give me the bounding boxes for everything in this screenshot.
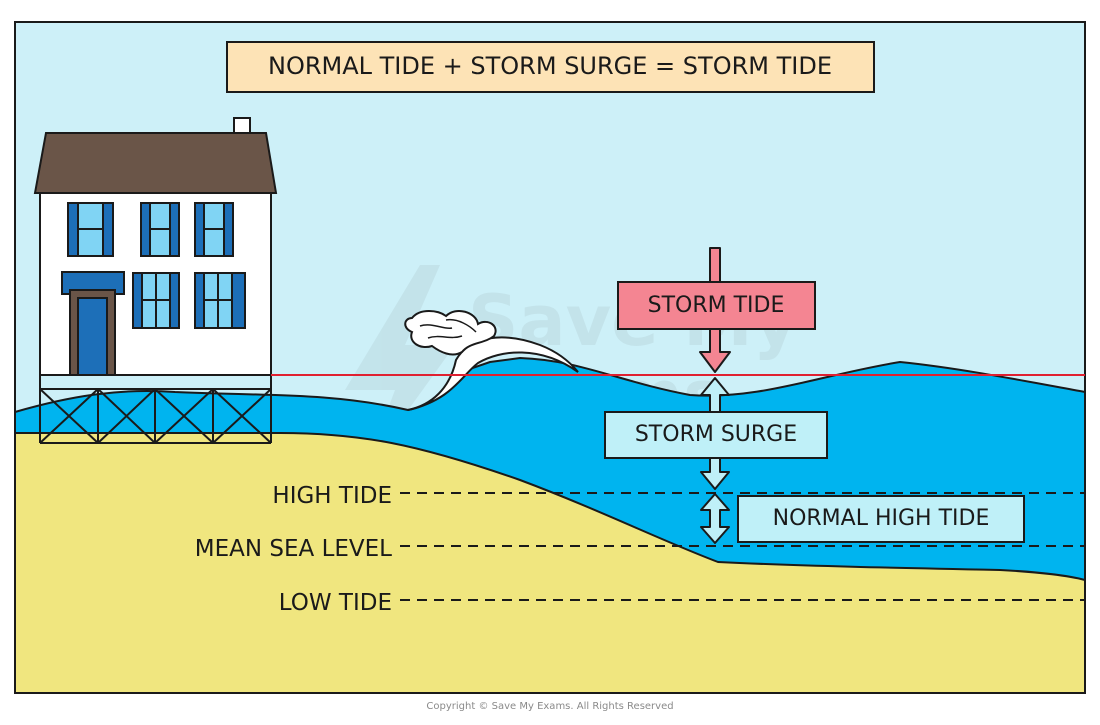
high-tide-label: HIGH TIDE [272, 483, 392, 509]
storm-surge-box [604, 411, 828, 459]
normal-high-tide-arrow [700, 493, 730, 544]
upper-windows [67, 202, 234, 257]
roof [33, 132, 278, 194]
mean-sea-level-label: MEAN SEA LEVEL [195, 536, 392, 562]
sand [14, 431, 1086, 694]
normal-high-tide-box [737, 495, 1025, 543]
low-tide-label: LOW TIDE [279, 590, 392, 616]
stilts [39, 375, 272, 444]
door [61, 271, 125, 376]
title: NORMAL TIDE + STORM SURGE = STORM TIDE [268, 52, 832, 80]
frame [14, 21, 1086, 694]
normal-high-tide-label: NORMAL HIGH TIDE [773, 506, 990, 531]
storm-tide-box [617, 281, 816, 330]
title-box [226, 41, 875, 93]
house [33, 117, 278, 444]
breaking-wave [404, 309, 579, 411]
storm-surge-label: STORM SURGE [635, 422, 797, 447]
lower-windows [132, 272, 246, 329]
level-lines [400, 492, 1085, 601]
storm-tide-label: STORM TIDE [648, 293, 785, 318]
chimney [233, 117, 251, 135]
copyright-notice: Copyright © Save My Exams. All Rights Re… [426, 701, 674, 712]
